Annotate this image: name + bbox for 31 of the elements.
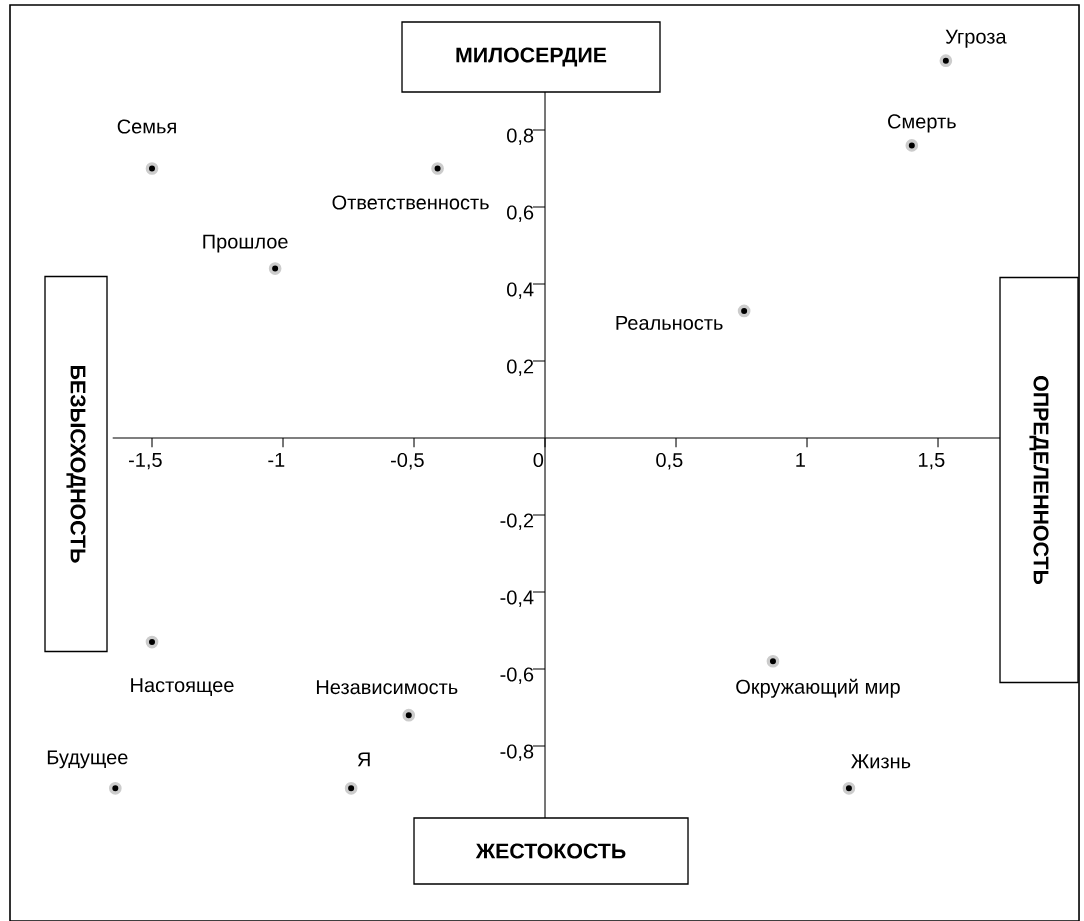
tick-label: -0,8 <box>500 744 534 761</box>
label-box: ЖЕСТОКОСТЬ <box>413 817 689 885</box>
label-box: ОПРЕДЕЛЕННОСТЬ <box>999 276 1079 684</box>
point-label: Прошлое <box>203 234 288 253</box>
tick-label: 0,6 <box>507 205 534 222</box>
point-label: Семья <box>117 119 176 134</box>
point-label: Реальность <box>616 315 723 330</box>
tick-label: 0,2 <box>507 359 534 376</box>
point-label: Смерть <box>888 114 956 133</box>
point-label: Угроза <box>945 29 1007 48</box>
tick-label: 0 <box>533 452 544 468</box>
tick-label: -0,2 <box>500 513 534 530</box>
point-label: Ответственность <box>332 195 489 210</box>
point-label: Будущее <box>47 750 128 769</box>
point-label: Настоящее <box>131 678 234 696</box>
tick-label: -0,6 <box>500 667 534 684</box>
tick-label: -1,5 <box>129 452 162 470</box>
point-label: Окружающий мир <box>736 678 900 698</box>
point-label: Я <box>357 752 370 767</box>
tick-label: -0,4 <box>500 590 534 607</box>
tick-label: 0,8 <box>507 128 534 145</box>
tick-label: 0,4 <box>507 282 534 299</box>
tick-label: 0,5 <box>656 452 683 470</box>
tick-label: 1,5 <box>918 452 945 470</box>
point-label: Жизнь <box>851 754 911 769</box>
point-label: Независимость <box>317 680 458 695</box>
tick-label: -0,5 <box>391 452 424 470</box>
tick-label: -1 <box>268 452 285 467</box>
tick-label: 1 <box>796 452 805 467</box>
label-box: БЕЗЫСХОДНОСТЬ <box>44 275 108 653</box>
label-box: МИЛОСЕРДИЕ <box>401 21 661 93</box>
